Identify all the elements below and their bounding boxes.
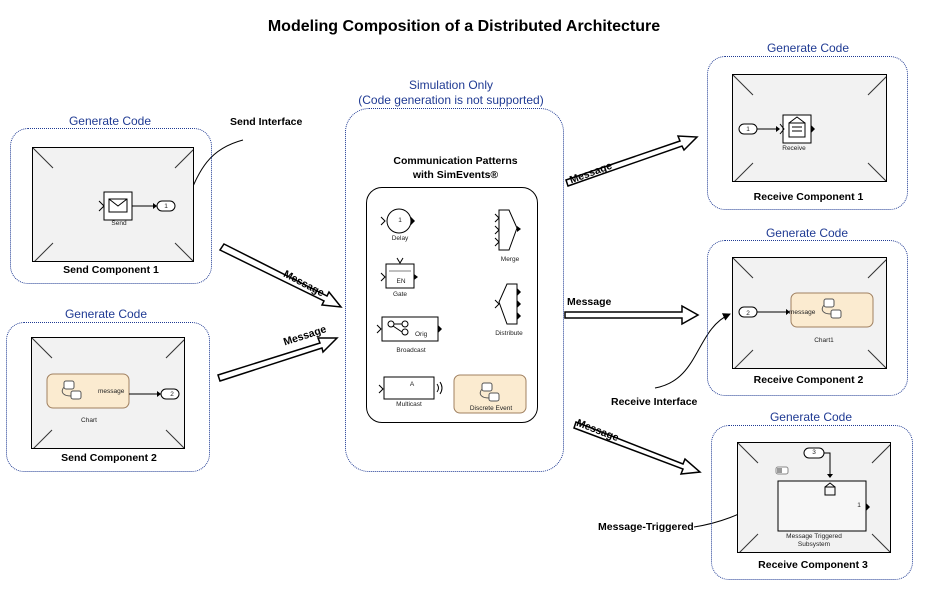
send1-generate-code: Generate Code [68,114,152,128]
message-triggered-subsystem-block[interactable] [774,447,884,537]
receive-component-1[interactable]: 1 Receive Receive Component 1 [707,56,908,210]
recv3-port-number: 3 [812,449,816,456]
delay-number: 1 [398,217,402,224]
gate-block[interactable] [380,257,431,290]
receive-component-2[interactable]: 2 message Chart1 Receive Component 2 [707,240,908,396]
discrete-event-label: Discrete Event [469,405,513,412]
recv3-generate-code: Generate Code [769,410,853,424]
canvas-corner-marks [32,338,184,448]
receive-block[interactable] [738,113,819,149]
send-block-label: Send [111,220,127,227]
patterns-title-line1: Communication Patterns [393,155,518,167]
receive-component-3-caption: Receive Component 3 [758,559,868,571]
discrete-event-chart-block[interactable] [453,374,529,416]
receive-interface-pointer [654,313,731,389]
receive-component-2-caption: Receive Component 2 [753,374,864,386]
broadcast-block[interactable] [376,316,447,346]
patterns-title-line2: with SimEvents® [412,169,499,181]
send2-generate-code: Generate Code [64,307,148,321]
merge-block[interactable] [494,208,525,254]
send-interface-label: Send Interface [230,116,303,128]
recv2-port-number: 2 [746,310,750,317]
message-arrow-3 [565,135,699,187]
recv1-generate-code: Generate Code [766,41,850,55]
chart-block[interactable] [46,373,185,414]
chart-message-label: message [98,388,125,395]
chart1-block-label: Chart1 [814,337,834,344]
canvas-corner-marks [733,75,886,181]
diagram-title: Modeling Composition of a Distributed Ar… [267,18,661,35]
send-component-2[interactable]: message 2 Chart Send Component 2 [6,322,210,472]
send-block[interactable] [98,190,181,230]
chart-block-label: Chart [81,417,97,424]
message-arrow-2 [217,337,339,382]
canvas-corner-marks [738,443,890,552]
multicast-a-label: A [409,381,415,388]
simulation-only-region[interactable]: Communication Patterns with SimEvents® 1… [345,108,564,472]
code-generation-note: (Code generation is not supported) [358,93,544,107]
message-label-4: Message [567,296,612,308]
gate-en-label: EN [396,278,406,285]
distribute-block[interactable] [494,282,525,328]
subsystem-label-line2: Subsystem [797,541,831,548]
receive-component-3[interactable]: 3 1 Message Triggered Subsystem Receive … [711,425,913,580]
recv2-canvas: 2 message Chart1 [732,257,887,369]
message-arrow-4 [564,304,700,326]
send-component-1[interactable]: Send 1 Send Component 1 [10,128,212,284]
recv1-canvas: 1 Receive [732,74,887,182]
distribute-label: Distribute [495,330,523,337]
message-triggered-label: Message-Triggered [598,521,694,533]
send-component-1-caption: Send Component 1 [63,264,159,276]
multicast-label: Multicast [396,401,422,408]
subsystem-out-port: 1 [857,502,861,509]
chart1-message-label: message [789,309,816,316]
merge-label: Merge [500,256,520,263]
send1-port-number: 1 [164,203,168,210]
recv1-port-number: 1 [746,126,750,133]
send2-port-number: 2 [170,391,174,398]
send2-canvas: message 2 Chart [31,337,185,449]
receive-component-1-caption: Receive Component 1 [753,191,864,203]
send-component-2-caption: Send Component 2 [61,452,157,464]
receive-block-label: Receive [782,145,806,152]
canvas-corner-marks [733,258,886,368]
recv3-canvas: 3 1 Message Triggered Subsystem [737,442,891,553]
communication-patterns-panel: 1 Delay Merge EN Gate Distribute [366,187,538,423]
recv2-generate-code: Generate Code [765,226,849,240]
receive-interface-label: Receive Interface [611,396,698,408]
delay-label: Delay [391,235,409,242]
canvas-corner-marks [33,148,193,261]
gate-label: Gate [392,291,408,298]
simulation-only-label: Simulation Only [408,78,494,92]
message-arrow-5 [573,421,702,475]
broadcast-label: Broadcast [396,347,426,354]
multicast-block[interactable] [378,376,449,404]
subsystem-label-line1: Message Triggered [786,533,842,540]
chart1-block[interactable] [738,292,884,332]
send1-canvas: Send 1 [32,147,194,262]
message-arrow-1 [218,243,343,308]
delay-block[interactable] [380,208,431,238]
broadcast-orig-label: Orig [415,331,428,338]
